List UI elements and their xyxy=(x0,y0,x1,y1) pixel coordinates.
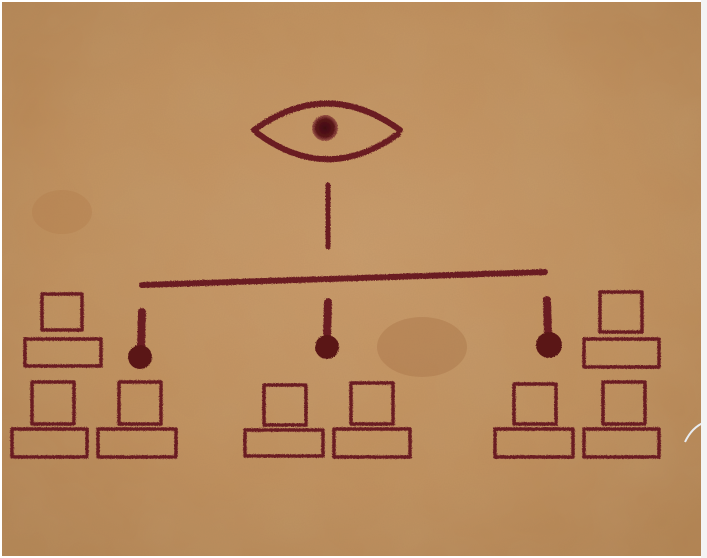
keyhole-figure-icon xyxy=(128,308,152,369)
stacked-block-icon xyxy=(10,292,103,459)
keyhole-figure-icon xyxy=(536,296,562,358)
stacked-block-icon xyxy=(243,383,325,458)
right-edge-strip xyxy=(701,0,707,558)
eye-icon xyxy=(251,100,403,163)
stacked-block-icon xyxy=(332,381,412,459)
stacked-block-icon xyxy=(493,382,575,459)
stacked-block-icon xyxy=(582,290,661,459)
stain-spot xyxy=(377,317,467,377)
keyhole-figure-icon xyxy=(315,298,339,359)
stacked-block-icon xyxy=(96,380,178,459)
hierarchy-bar xyxy=(139,269,548,288)
stain-spot xyxy=(32,190,92,234)
